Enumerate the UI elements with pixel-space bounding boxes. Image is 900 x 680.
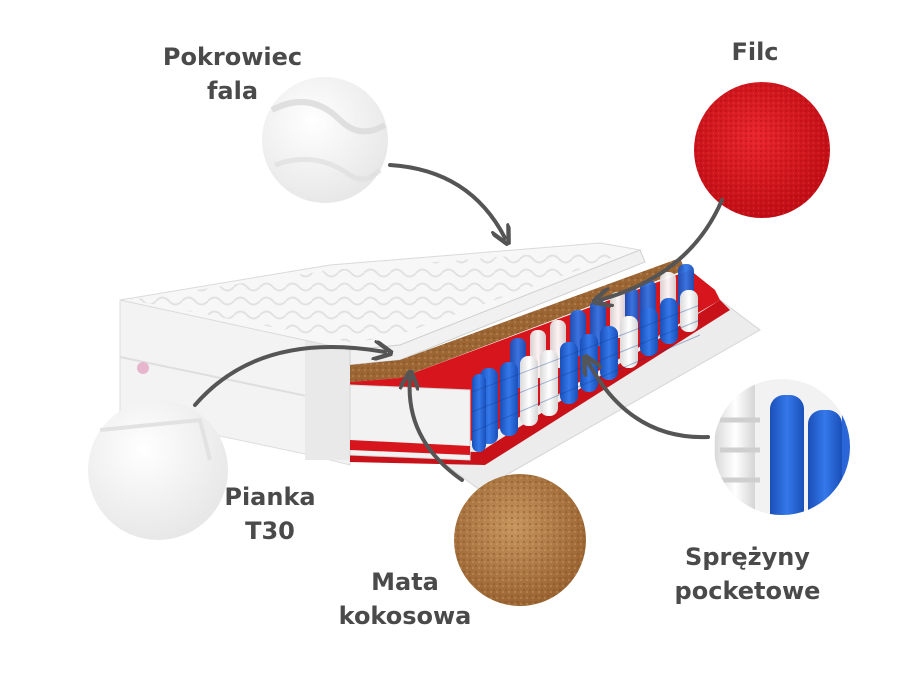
arrow-felt [600,198,724,300]
label-cover-wave: Pokrowiec fala [150,40,315,108]
label-coconut-line1: Mata [371,568,439,596]
pocket-springs [471,264,701,452]
label-coconut-mat: Mata kokosowa [325,565,485,633]
label-cover-wave-line2: fala [206,77,259,105]
foam-side-front [349,384,471,461]
arrow-coconut [410,378,464,482]
pointer-arrows [193,163,724,482]
sample-felt [694,82,830,218]
arrow-springs [588,362,710,440]
sample-cover-wave [262,77,388,203]
label-springs-line1: Sprężyny [685,543,810,571]
label-felt: Filc [715,35,795,69]
sample-foam-t30 [88,400,228,540]
label-coconut-line2: kokosowa [338,602,472,630]
label-springs-line2: pocketowe [674,577,821,605]
label-foam-line2: T30 [245,517,295,545]
arrow-cover [388,163,505,238]
label-cover-wave-line1: Pokrowiec [162,43,303,71]
brand-logo [137,362,149,374]
arrow-foam [193,347,385,407]
sample-coconut-mat [454,474,586,606]
label-felt-line1: Filc [731,38,779,66]
sample-pocket-springs [714,379,850,515]
label-foam-line1: Pianka [224,483,316,511]
label-foam-t30: Pianka T30 [210,480,330,548]
label-pocket-springs: Sprężyny pocketowe [665,540,830,608]
